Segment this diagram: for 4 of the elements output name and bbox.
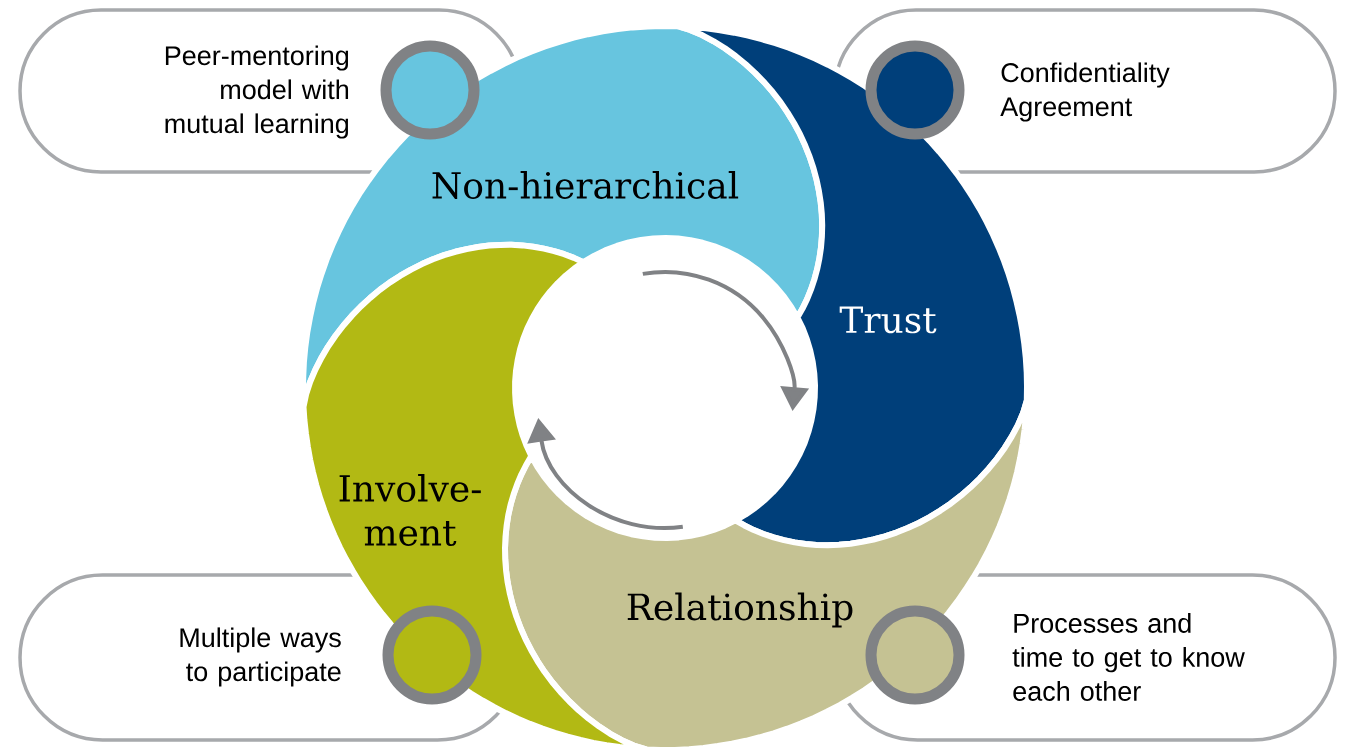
ring-marker <box>865 40 965 140</box>
ring-marker <box>380 40 480 140</box>
ring-marker <box>865 605 965 705</box>
ring-marker <box>382 605 482 705</box>
